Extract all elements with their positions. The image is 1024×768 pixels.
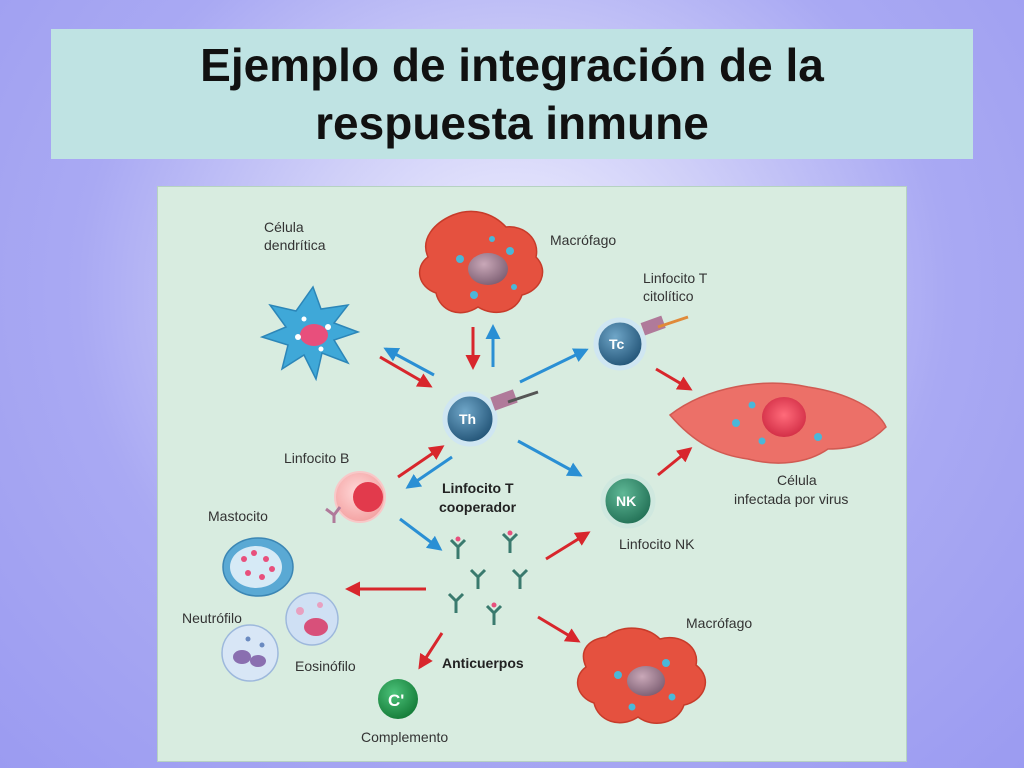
label-th-line2: cooperador xyxy=(439,499,517,515)
arrow-nk-to-infected xyxy=(657,447,693,477)
interaction-arrows xyxy=(345,324,693,670)
cytotoxic-t-cell: Tc xyxy=(593,315,689,371)
arrow-th-to-nk xyxy=(517,439,583,477)
arrow-tc-to-infected xyxy=(655,367,693,391)
label-tc-line2: citolítico xyxy=(643,288,694,304)
title-banner: Ejemplo de integración de la respuesta i… xyxy=(51,29,973,159)
th-mark: Th xyxy=(459,411,476,427)
arrow-th-to-tc xyxy=(519,348,589,384)
dendritic-cell xyxy=(259,285,361,382)
antibody xyxy=(449,538,467,559)
antibody xyxy=(501,532,519,553)
slide-title-line-1: Ejemplo de integración de la xyxy=(200,39,824,91)
nk-mark: NK xyxy=(616,493,636,509)
slide-title-line-2: respuesta inmune xyxy=(315,97,709,149)
arrow-th-to-dendritic xyxy=(383,347,435,377)
virus-infected-cell xyxy=(668,382,887,464)
label-dendritic-line2: dendrítica xyxy=(264,237,326,253)
label-infected-line2: infectada por virus xyxy=(734,491,848,507)
label-nk: Linfocito NK xyxy=(619,536,695,552)
nk-cell: NK xyxy=(600,473,656,529)
helper-t-cell: Th xyxy=(442,389,539,447)
tc-mark: Tc xyxy=(609,336,625,352)
mast-cell xyxy=(222,537,294,597)
arrow-antibodies-to-macrophage xyxy=(537,615,581,643)
antibody xyxy=(469,568,487,589)
complement-mark: C' xyxy=(388,691,404,710)
label-complemento: Complemento xyxy=(361,729,448,745)
neutrophil xyxy=(221,624,279,682)
arrow-th-to-b xyxy=(405,455,453,489)
eosinophil xyxy=(285,592,339,646)
label-b-cell: Linfocito B xyxy=(284,450,349,466)
immune-response-diagram: Célula dendrítica Macrófago Tc Linfocito… xyxy=(157,186,907,762)
antibodies xyxy=(447,530,529,625)
antibody xyxy=(447,592,465,613)
label-mastocito: Mastocito xyxy=(208,508,268,524)
arrow-b-to-antibodies xyxy=(399,517,443,551)
macrophage-top xyxy=(418,210,544,314)
label-eosinofilo: Eosinófilo xyxy=(295,658,356,674)
arrow-antibodies-to-complement xyxy=(418,632,444,670)
label-macrophage-top: Macrófago xyxy=(550,232,616,248)
label-infected-line1: Célula xyxy=(777,472,817,488)
macrophage-bottom xyxy=(576,627,707,724)
label-macrophage-bottom: Macrófago xyxy=(686,615,752,631)
label-th-line1: Linfocito T xyxy=(442,480,514,496)
arrow-b-to-th xyxy=(397,445,445,479)
antibody xyxy=(485,604,503,625)
arrow-antibodies-to-nk xyxy=(545,531,591,561)
label-dendritic-line1: Célula xyxy=(264,219,304,235)
label-anticuerpos: Anticuerpos xyxy=(442,655,524,671)
antibody xyxy=(511,568,529,589)
complement: C' xyxy=(378,679,418,719)
arrow-dendritic-to-th xyxy=(379,355,433,388)
b-cell xyxy=(325,471,386,523)
label-neutrofilo: Neutrófilo xyxy=(182,610,242,626)
label-tc-line1: Linfocito T xyxy=(643,270,708,286)
